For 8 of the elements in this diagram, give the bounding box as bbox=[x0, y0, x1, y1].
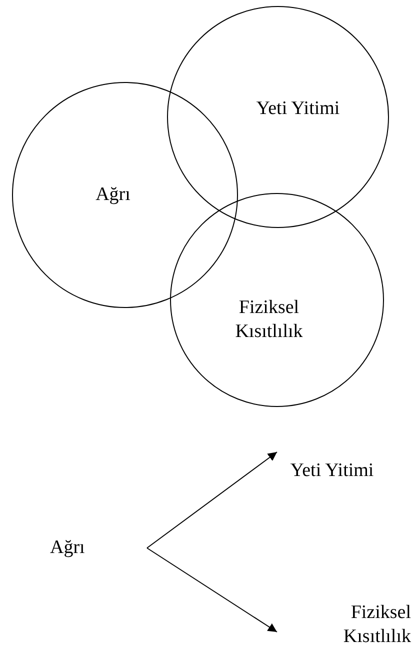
node-label: Yeti Yitimi bbox=[255, 97, 341, 121]
node-label: Ağrı bbox=[94, 183, 132, 207]
node-label: Fiziksel Kısıtlılık bbox=[234, 296, 304, 344]
arrow bbox=[146, 548, 278, 632]
arrow bbox=[146, 452, 278, 548]
node-label: Fiziksel Kısıtlılık bbox=[342, 600, 411, 648]
node-label: Yeti Yitimi bbox=[289, 459, 375, 483]
node-label: Ağrı bbox=[50, 536, 86, 560]
